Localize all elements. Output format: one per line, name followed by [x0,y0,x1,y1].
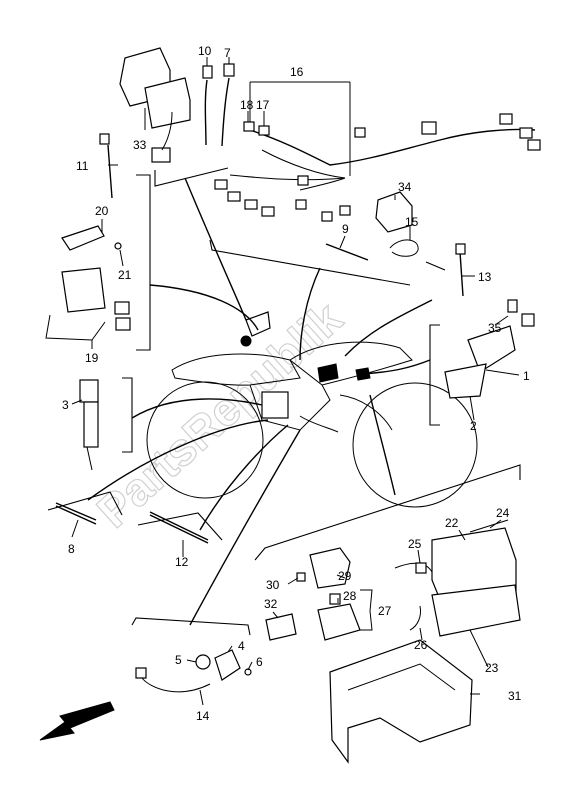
callout-16: 16 [290,65,304,79]
part-16-wire-harness [214,113,541,222]
part-19-20-21-regulator [45,225,131,341]
part-1-2-35-components [444,299,535,399]
callout-4: 4 [238,639,245,653]
callout-7: 7 [224,46,231,60]
part-4-5-6-14-sensor [135,649,252,693]
callout-2: 2 [470,419,477,433]
callout-35: 35 [488,321,502,335]
callout-leaders [71,57,520,706]
callout-33: 33 [133,138,147,152]
part-31-battery-box [329,639,473,764]
arrow-left-down-icon [39,701,115,741]
callout-10: 10 [198,44,212,58]
callout-9: 9 [342,222,349,236]
callout-17: 17 [256,98,270,112]
part-10-7-clips [202,63,235,147]
callout-25: 25 [408,537,422,551]
callout-23: 23 [485,661,499,675]
callout-5: 5 [175,653,182,667]
callout-21: 21 [118,268,132,282]
part-9-15-ties [325,239,419,261]
callout-8: 8 [68,542,75,556]
motorcycle-outline [146,311,478,508]
callout-20: 20 [95,204,109,218]
callout-18: 18 [240,98,254,112]
callout-30: 30 [266,578,280,592]
part-34-relay [375,191,413,233]
callout-labels: 1 2 3 4 5 6 7 8 9 10 11 12 13 14 15 16 1… [62,44,530,723]
part-22-24-battery [431,519,521,637]
part-33-unit [119,47,191,163]
callout-11: 11 [76,159,89,173]
callout-22: 22 [445,516,459,530]
part-3-ignition-coil [79,379,99,471]
part-8-12-ties [55,502,209,544]
callout-19: 19 [85,351,99,365]
callout-15: 15 [405,215,419,229]
callout-27: 27 [378,604,392,618]
group-frames [47,167,521,636]
callout-34: 34 [398,180,412,194]
callout-28: 28 [343,589,357,603]
callout-31: 31 [508,689,522,703]
part-27-28-29-30-32-relays [265,547,361,641]
callout-29: 29 [338,569,352,583]
callout-24: 24 [496,506,510,520]
callout-26: 26 [414,638,428,652]
callout-13: 13 [478,270,492,284]
callout-6: 6 [256,655,263,669]
part-25-26-cables [394,562,433,631]
callout-12: 12 [175,555,189,569]
callout-32: 32 [264,597,278,611]
callout-14: 14 [196,709,210,723]
part-11-13-ties [99,133,466,297]
callout-3: 3 [62,398,69,412]
callout-1: 1 [523,369,530,383]
